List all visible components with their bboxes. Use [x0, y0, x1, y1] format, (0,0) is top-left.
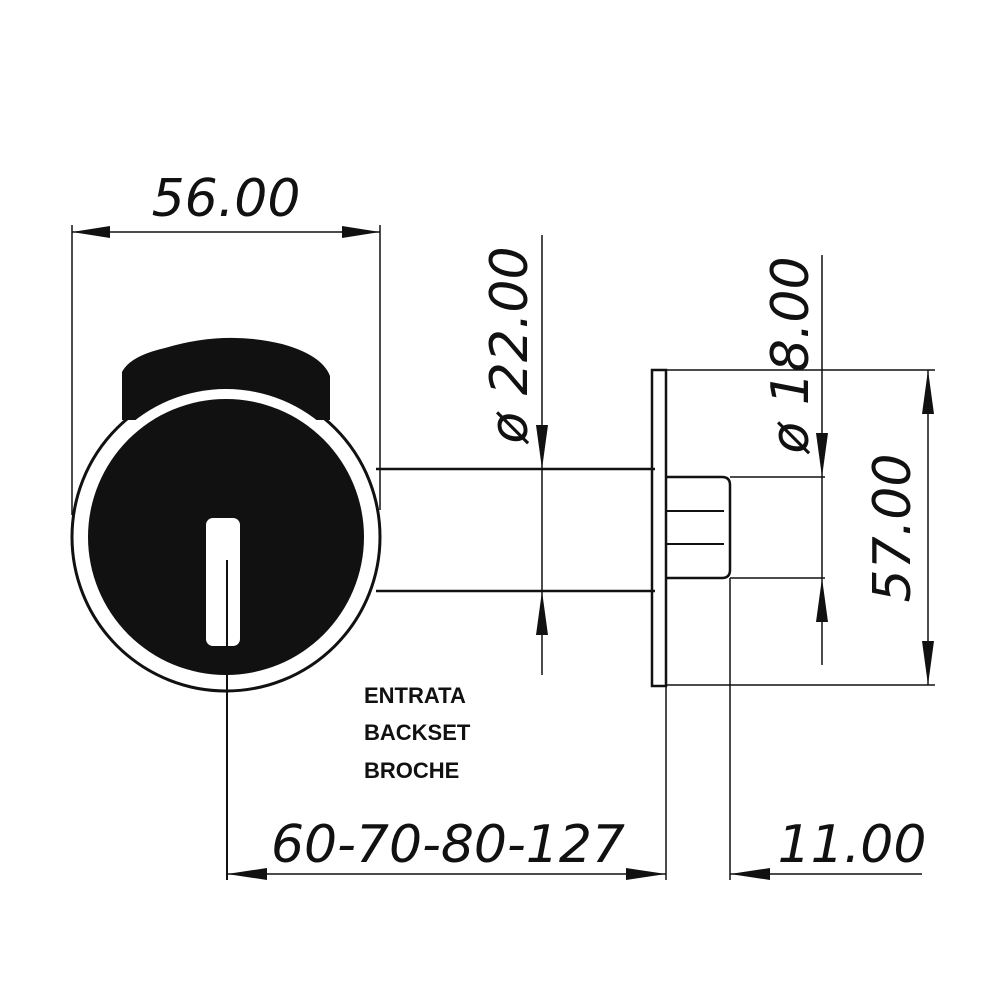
key-slot: [206, 518, 240, 646]
neck-diameter-value: ø 22.00: [480, 246, 540, 444]
dimension-knob-width: 56.00: [71, 169, 381, 515]
rose-offset-value: 11.00: [778, 815, 927, 875]
dimension-spindle-diameter: ø 18.00: [761, 255, 828, 665]
rose-height-value: 57.00: [863, 454, 923, 603]
label-backset: BACKSET: [364, 720, 471, 745]
spindle-diameter-value: ø 18.00: [761, 256, 821, 454]
cylinder-knob: [70, 337, 382, 880]
spindle: [666, 475, 825, 580]
backset-value: 60-70-80-127: [271, 815, 625, 875]
backset-labels: ENTRATA BACKSET BROCHE: [364, 683, 471, 783]
dimension-rose-offset: 11.00: [730, 815, 926, 880]
neck: [376, 467, 655, 593]
dimension-backset: 60-70-80-127: [227, 578, 731, 880]
label-broche: BROCHE: [364, 758, 459, 783]
knob-width-value: 56.00: [152, 169, 301, 229]
dimension-neck-diameter: ø 22.00: [480, 235, 548, 675]
label-entrata: ENTRATA: [364, 683, 466, 708]
dimension-rose-height: 57.00: [863, 370, 934, 685]
rose-plate: [650, 368, 935, 688]
